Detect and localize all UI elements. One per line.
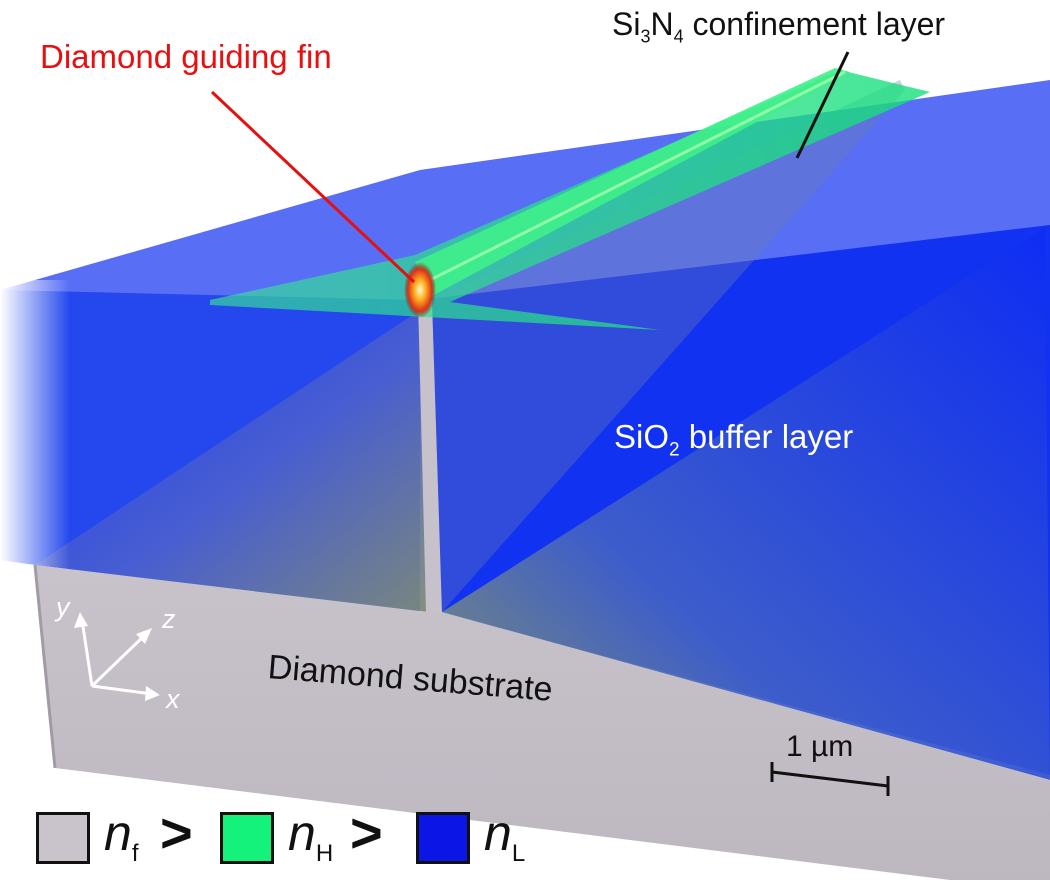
buffer-left-face: [35, 310, 428, 612]
axis-label-x: x: [166, 684, 180, 714]
mode-glow: [404, 262, 436, 318]
legend-swatch-nh: [220, 812, 274, 864]
legend-swatch-nf: [36, 812, 90, 864]
fin-label: Diamond guiding fin: [40, 38, 332, 75]
legend-symbol-nh: nH: [288, 805, 334, 867]
axis-label-y: y: [56, 592, 70, 622]
scale-bar: [771, 770, 889, 788]
fin-leader-line: [210, 90, 416, 284]
substrate-edge: [33, 564, 57, 769]
legend-symbol-nl: nL: [484, 805, 526, 867]
legend-relation-2: >: [350, 801, 383, 864]
axis-triad: [74, 612, 160, 701]
buffer-right-face: [442, 228, 1050, 780]
confinement-leader-line: [795, 51, 850, 159]
axis-label-z: z: [162, 604, 176, 634]
confinement-layer-label: Si3N4 confinement layer: [612, 6, 946, 47]
fin-shadow: [432, 80, 905, 612]
fin-wall: [418, 300, 442, 612]
legend-relation-1: >: [160, 801, 193, 864]
substrate-front: [35, 565, 1050, 880]
legend-symbol-nf: nf: [104, 805, 139, 867]
left-haze: [0, 280, 70, 580]
legend-swatch-nl: [416, 812, 470, 864]
confinement-ridge-line: [429, 70, 846, 282]
scale-bar-label: 1 µm: [786, 730, 854, 763]
buffer-layer-label: SiO2 buffer layer: [614, 418, 854, 461]
